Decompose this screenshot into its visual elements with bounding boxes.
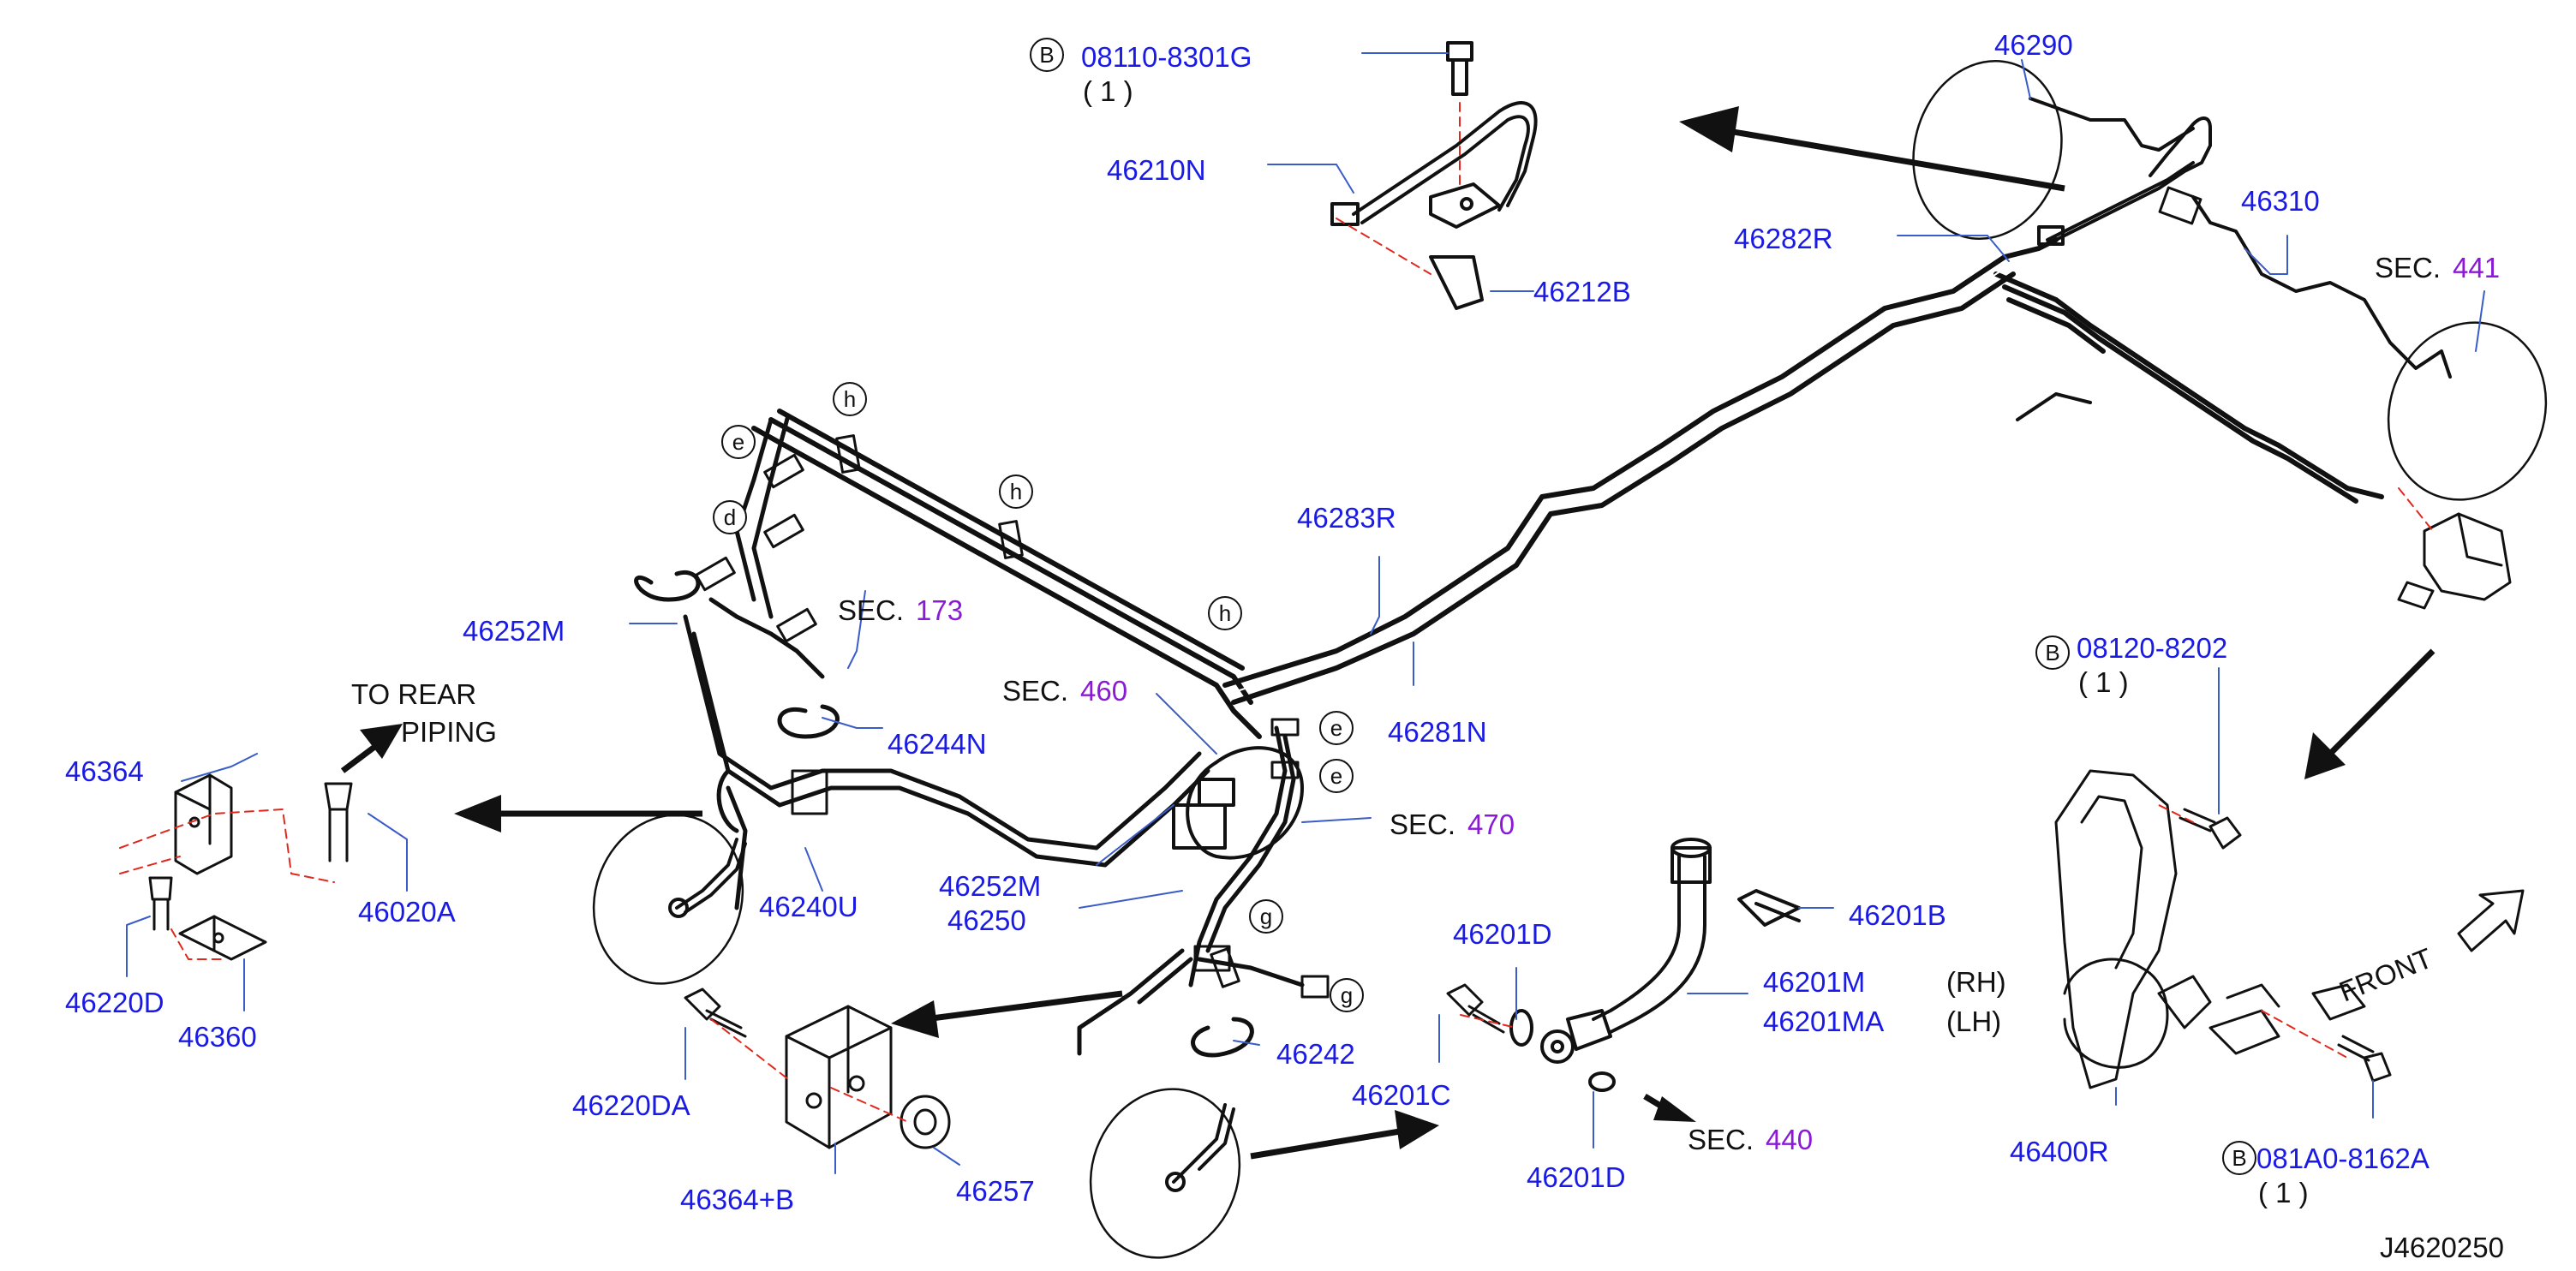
front-arrow [2457, 889, 2525, 952]
direction-arrows [340, 106, 2436, 1160]
tube-46210N [1330, 41, 1538, 310]
label-46400R: 46400R [2010, 1136, 2109, 1167]
label-46201D-top: 46201D [1453, 918, 1552, 950]
label-46364-B: 46364+B [680, 1184, 795, 1215]
sec-number-173: 173 [916, 594, 964, 626]
label-46282R: 46282R [1734, 223, 1833, 254]
wheel-ellipses [592, 59, 2548, 1259]
master-cylinder [1172, 746, 1304, 860]
label-46210N: 46210N [1107, 154, 1206, 186]
sec-ref-470: SEC.470 [1390, 809, 1515, 840]
label-qty-right: ( 1 ) [2078, 666, 2129, 698]
callout-h-3: h [1208, 596, 1242, 630]
diagram-id: J4620250 [2380, 1232, 2504, 1263]
label-46252M-left: 46252M [463, 615, 565, 647]
sec-ref-440: SEC.440 [1688, 1124, 1814, 1155]
callout-e-2: e [1319, 711, 1354, 745]
label-46364: 46364 [65, 755, 144, 787]
label-46220D: 46220D [65, 987, 164, 1018]
sec-number-441: 441 [2453, 252, 2501, 283]
callout-b-bottom: B [2222, 1141, 2256, 1175]
callout-h-1: h [833, 382, 867, 416]
wheel-hoses [668, 838, 1235, 1192]
left-cluster-tubes [634, 413, 1210, 910]
sec-number-460: 460 [1080, 675, 1128, 707]
label-46201M: 46201M [1763, 966, 1866, 998]
label-46257: 46257 [956, 1175, 1035, 1207]
label-46310: 46310 [2241, 185, 2320, 217]
dashed-leaders [119, 102, 2434, 1123]
label-qty-bottom: ( 1 ) [2258, 1177, 2309, 1208]
callout-d: d [713, 500, 747, 534]
center-lower-tubes [1077, 725, 1305, 1058]
label-46201MA: 46201MA [1763, 1005, 1885, 1037]
label-46242: 46242 [1276, 1038, 1355, 1070]
callout-g-2: g [1330, 978, 1364, 1012]
bolts [148, 782, 2392, 1083]
sec-number-470: 470 [1467, 809, 1515, 840]
to-rear-label: TO REAR [351, 678, 477, 710]
label-46283R: 46283R [1297, 502, 1396, 534]
label-08120-8202: 08120-8202 [2077, 632, 2228, 664]
label-46281N: 46281N [1388, 716, 1487, 748]
sec-ref-173: SEC.173 [838, 594, 964, 626]
caliper-46400R [2054, 769, 2366, 1089]
tube-46290-46310 [2016, 97, 2452, 421]
label-46244N: 46244N [888, 728, 987, 760]
sec-ref-441: SEC.441 [2375, 252, 2501, 283]
label-46020A: 46020A [358, 896, 456, 928]
label-46201D-bottom: 46201D [1527, 1161, 1626, 1193]
tube-clamps [695, 186, 2202, 999]
label-rh: (RH) [1946, 966, 2006, 998]
label-qty-top: ( 1 ) [1083, 75, 1133, 107]
callout-e-1: e [721, 425, 756, 459]
label-46290: 46290 [1994, 29, 2073, 61]
callout-g-1: g [1249, 899, 1283, 934]
sec-number-440: 440 [1766, 1124, 1814, 1155]
label-lh: (LH) [1946, 1005, 2002, 1037]
label-46360: 46360 [178, 1021, 257, 1053]
label-46250: 46250 [947, 904, 1026, 936]
callout-e-3: e [1319, 759, 1354, 793]
rear-caliper [2397, 512, 2512, 610]
label-46201C: 46201C [1352, 1079, 1451, 1111]
callout-b-top: B [1030, 38, 1064, 72]
label-46240U: 46240U [759, 891, 858, 922]
label-46220DA: 46220DA [572, 1089, 690, 1121]
brake-tube-inner [762, 265, 2010, 695]
piping-label: PIPING [401, 716, 497, 748]
front-brake-hose [1509, 838, 1801, 1092]
label-08110-8301G: 08110-8301G [1081, 41, 1252, 73]
label-46212B: 46212B [1533, 276, 1631, 307]
label-46201B: 46201B [1849, 899, 1946, 931]
leader-lines [126, 52, 2485, 1174]
callout-h-2: h [999, 474, 1033, 509]
label-081A0-8162A: 081A0-8162A [2256, 1143, 2430, 1174]
callout-b-right: B [2035, 636, 2070, 670]
brackets [174, 773, 951, 1149]
sec-ref-460: SEC.460 [1002, 675, 1128, 707]
label-46252M: 46252M [939, 870, 1042, 902]
